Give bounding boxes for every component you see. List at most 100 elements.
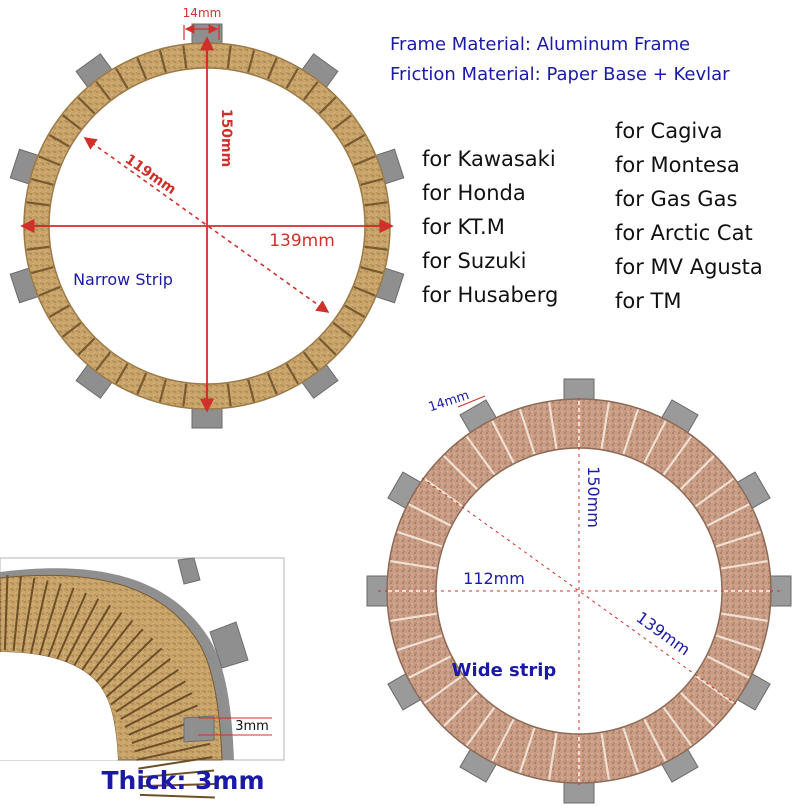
plate-groove <box>353 285 376 297</box>
plate-groove <box>285 363 299 385</box>
brand-list-item: for Montesa <box>615 153 740 177</box>
detail-grooves <box>3 575 215 799</box>
detail-groove <box>104 647 163 699</box>
plate-groove <box>30 266 54 275</box>
brand-list-item: for Gas Gas <box>615 187 737 211</box>
narrow-inner-diameter-line <box>83 137 330 313</box>
plate-groove <box>680 455 715 490</box>
detail-groove <box>139 782 215 788</box>
detail-groove <box>92 628 144 686</box>
brand-list-item: for TM <box>615 289 682 313</box>
plate-groove <box>226 45 232 69</box>
plate-groove <box>694 477 735 508</box>
detail-groove <box>139 769 215 779</box>
plate-groove <box>548 402 558 449</box>
plate-groove <box>364 245 388 251</box>
detail-groove <box>70 604 111 671</box>
plate-groove <box>38 285 61 297</box>
detail-groove <box>46 587 75 659</box>
wide-tab-width-label: 14mm <box>427 388 471 415</box>
plate-groove <box>26 245 50 251</box>
plate-groove <box>397 530 443 548</box>
plate-groove <box>158 49 167 73</box>
wide-strip-clutch-plate <box>366 378 792 804</box>
plate-groove <box>465 706 496 747</box>
plate-groove <box>662 435 693 476</box>
plate-groove <box>285 67 299 89</box>
detail-groove <box>110 658 171 706</box>
plate-groove <box>622 727 640 773</box>
plate-groove <box>721 560 768 570</box>
plate-groove <box>518 409 536 455</box>
plate-groove <box>158 379 167 403</box>
plate-groove <box>600 402 610 449</box>
plate-groove <box>302 351 319 372</box>
plate-groove <box>408 503 452 527</box>
detail-groove <box>30 580 49 654</box>
detail-groove <box>85 619 134 681</box>
plate-groove <box>182 383 188 407</box>
wide-inner-diameter-label: 112mm <box>463 569 525 588</box>
plate-groove <box>332 114 353 131</box>
detail-groove <box>138 756 213 770</box>
narrow-plate-grooves <box>25 44 389 408</box>
plate-groove <box>318 96 337 115</box>
plate-groove <box>548 733 558 780</box>
plate-groove <box>360 177 384 186</box>
plate-groove <box>77 337 96 356</box>
plate-groove <box>600 733 610 780</box>
detail-groove <box>78 612 123 676</box>
wide-tab-span-line <box>421 477 737 705</box>
plate-groove <box>344 134 366 148</box>
plate-groove <box>397 634 443 652</box>
plate-groove <box>266 372 278 395</box>
plate-groove <box>115 363 129 385</box>
plate-groove <box>408 655 452 679</box>
detail-tab <box>177 557 201 585</box>
compatibility-column-1: for Kawasaki for Honda for KT.M for Suzu… <box>422 147 558 307</box>
brand-list-item: for Kawasaki <box>422 147 556 171</box>
detail-groove <box>98 637 154 693</box>
brand-list-item: for MV Agusta <box>615 255 763 279</box>
specifications-text: Frame Material: Aluminum Frame Friction … <box>390 34 763 313</box>
plate-groove <box>95 351 112 372</box>
wide-outer-diameter-label: 150mm <box>584 466 603 528</box>
brand-list-item: for Cagiva <box>615 119 723 143</box>
plate-groove <box>390 612 437 622</box>
plate-groove <box>136 372 148 395</box>
plate-groove <box>364 201 388 207</box>
narrow-tab-span-label: 139mm <box>269 231 335 251</box>
plate-groove <box>182 45 188 69</box>
wide-tab-width-line <box>457 395 486 408</box>
detail-groove <box>12 575 22 651</box>
plate-groove <box>491 718 515 762</box>
plate-groove <box>518 727 536 773</box>
detail-groove <box>3 575 9 651</box>
brand-list-item: for Suzuki <box>422 249 527 273</box>
plate-groove <box>443 455 478 490</box>
detail-tab <box>183 715 215 743</box>
plate-groove <box>61 114 82 131</box>
plate-groove <box>266 57 278 80</box>
plate-groove <box>48 304 70 318</box>
plate-groove <box>332 321 353 338</box>
plate-groove <box>226 383 232 407</box>
plate-groove <box>30 177 54 186</box>
plate-groove <box>360 266 384 275</box>
plate-groove <box>715 634 761 652</box>
plate-groove <box>706 655 750 679</box>
plate-groove <box>95 80 112 101</box>
plate-groove <box>622 409 640 455</box>
plate-groove <box>38 155 61 167</box>
plate-groove <box>61 321 82 338</box>
plate-groove <box>491 420 515 464</box>
plate-groove <box>48 134 70 148</box>
plate-groove <box>680 692 715 727</box>
plate-groove <box>390 560 437 570</box>
brand-list-item: for Arctic Cat <box>615 221 753 245</box>
detail-inner-cutout <box>0 652 118 760</box>
plate-groove <box>115 67 129 89</box>
brand-list-item: for Husaberg <box>422 283 558 307</box>
detail-groove <box>136 742 211 761</box>
